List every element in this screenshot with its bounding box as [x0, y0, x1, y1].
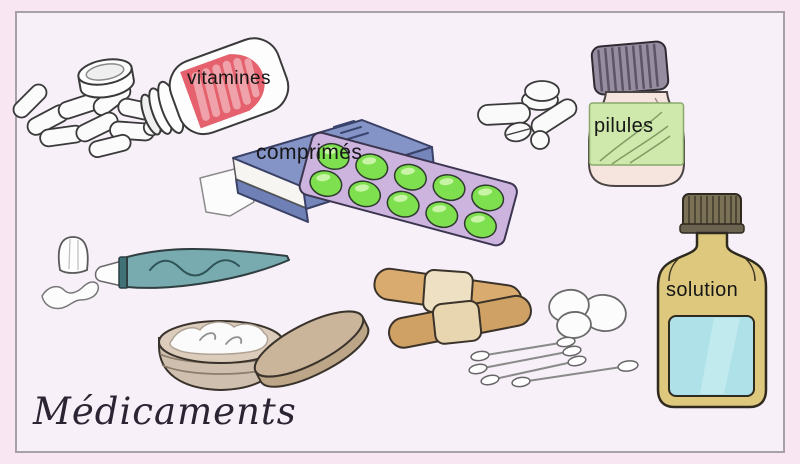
blister-pack-icon	[298, 131, 518, 247]
label-pilules: pilules	[594, 115, 654, 137]
label-vitamines: vitamines	[187, 68, 271, 89]
label-solution: solution	[666, 279, 739, 301]
loose-pills-icon	[477, 80, 578, 150]
page-title: Médicaments	[33, 390, 297, 433]
vitamin-bottle-cap-icon	[77, 58, 135, 99]
cotton-balls-icon	[548, 288, 627, 339]
ointment-tube-icon	[41, 236, 290, 310]
spilled-pills-icon	[12, 81, 182, 159]
cotton-swabs-icon	[468, 336, 639, 388]
pill-jar-icon	[588, 40, 685, 187]
vitamin-bottle-icon	[140, 37, 290, 136]
solution-bottle-icon	[656, 193, 768, 409]
cream-tin-icon	[158, 310, 370, 392]
bandage-icon	[388, 294, 532, 349]
label-comprimes: comprimés	[256, 141, 363, 164]
